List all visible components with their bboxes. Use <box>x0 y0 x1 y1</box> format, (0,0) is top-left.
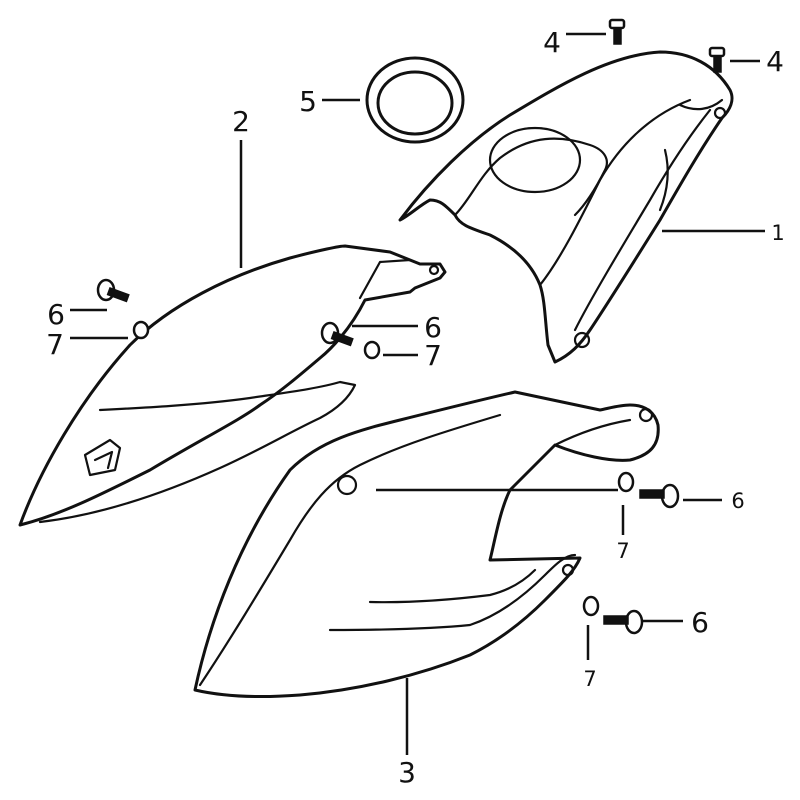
callout-3: 3 <box>398 756 416 789</box>
callout-4-left: 4 <box>543 26 561 59</box>
callout-7-right-lower: 7 <box>583 667 596 691</box>
screw-6-right-lower <box>603 609 644 635</box>
screw-6-right-upper <box>639 483 680 509</box>
callout-7-right-upper: 7 <box>616 539 629 563</box>
callout-5: 5 <box>299 85 317 118</box>
callout-4-right: 4 <box>766 45 784 78</box>
washer-7-middle <box>363 340 381 360</box>
callout-6-middle: 6 <box>424 311 442 344</box>
callout-1: 1 <box>771 221 784 245</box>
washer-7-right-upper <box>617 471 635 493</box>
callout-labels: 1 2 3 4 4 5 6 7 6 7 6 7 6 7 <box>46 26 785 789</box>
washer-7-right-lower <box>582 595 600 617</box>
bolt-4-left <box>608 18 626 45</box>
callout-7-middle: 7 <box>424 339 442 372</box>
callout-6-right-upper: 6 <box>731 489 744 513</box>
screw-6-middle <box>320 321 354 347</box>
part-5-trim-ring <box>365 56 465 144</box>
part-1-front-fairing <box>398 50 734 364</box>
callout-6-upper-left: 6 <box>47 298 65 331</box>
callout-6-right-lower: 6 <box>691 606 709 639</box>
callout-2: 2 <box>232 105 250 138</box>
leader-lines <box>70 32 765 755</box>
part-3-lower-side-cowl <box>193 390 660 699</box>
bolt-4-right <box>708 46 726 73</box>
part-2-upper-side-cowl <box>18 244 447 527</box>
callout-7-upper-left: 7 <box>46 328 64 361</box>
screw-6-upper-left <box>96 278 130 303</box>
washer-7-upper-left <box>132 320 150 340</box>
